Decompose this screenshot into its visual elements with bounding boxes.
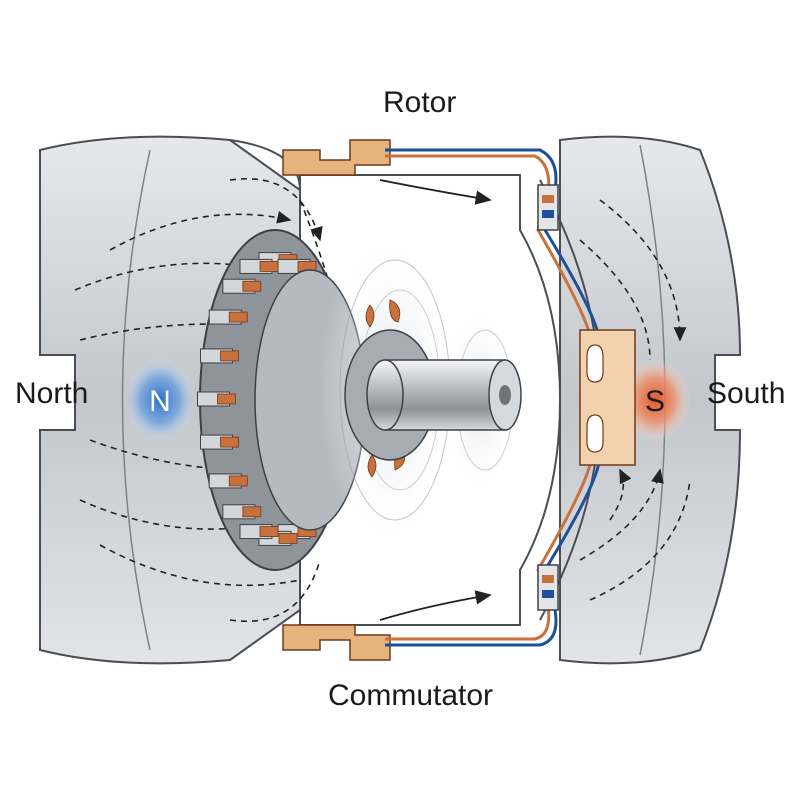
copper-winding [259,526,279,537]
south-label: South [707,377,786,410]
top-brush [282,139,391,176]
copper-winding [220,350,239,362]
armature [197,229,366,571]
north-pole-glow [124,358,196,442]
copper-winding [217,393,236,405]
upper-connector [537,184,559,231]
north-label: North [15,377,89,410]
lower-connector [537,564,559,611]
copper-winding [259,261,279,272]
brush-block [579,329,636,466]
copper-winding [242,506,262,518]
commutator-label: Commutator [328,679,494,712]
bottom-brush [282,624,391,661]
field-lines-right [579,199,691,601]
north-pole-letter: N [149,385,171,418]
copper-winding [278,533,298,544]
south-pole-letter: S [645,385,665,418]
copper-winding [220,436,239,448]
south-pole-glow [619,358,691,442]
copper-winding [228,311,248,323]
copper-winding [228,475,248,487]
copper-winding [242,280,262,292]
rotor-label: Rotor [383,86,457,119]
flow-arrows [379,179,492,621]
shaft [344,329,522,461]
